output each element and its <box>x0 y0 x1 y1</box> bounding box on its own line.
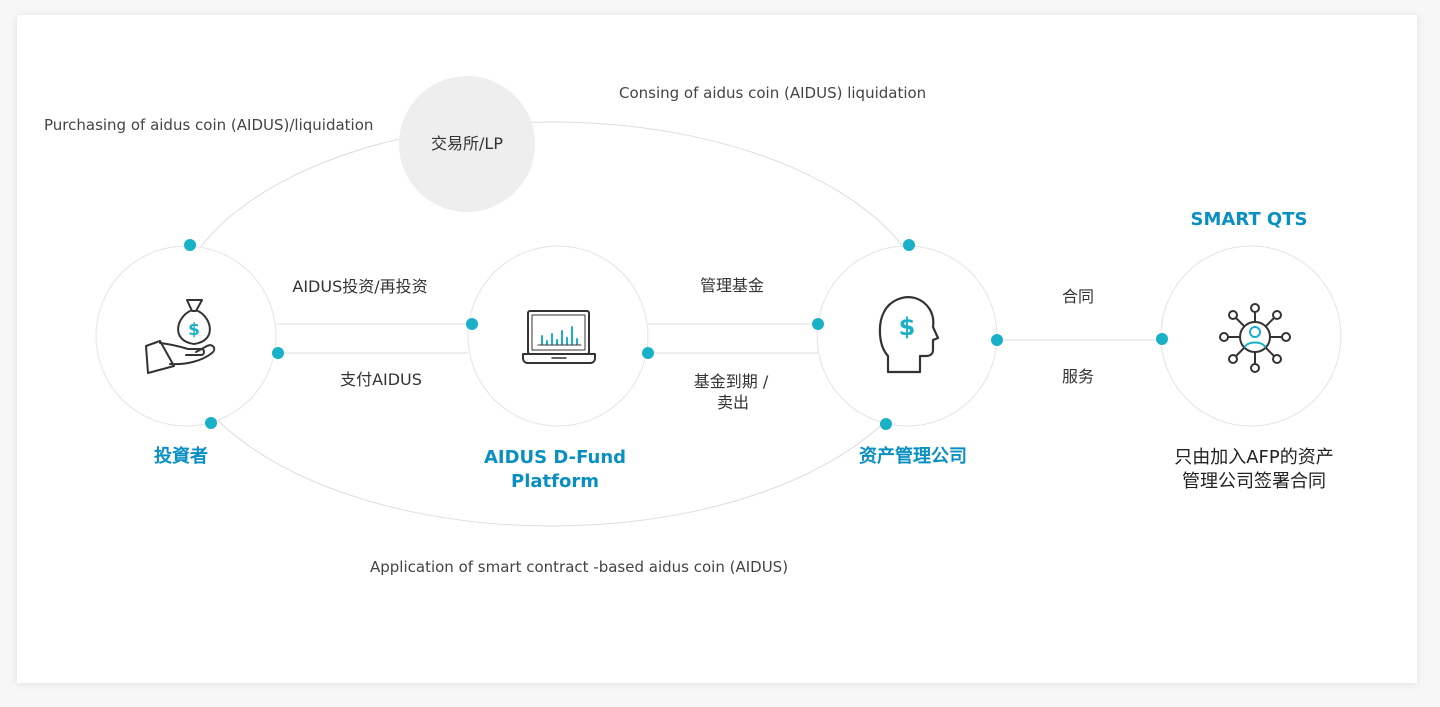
head-dollar-icon: $ <box>878 296 940 374</box>
flow-purchase-label: Purchasing of aidus coin (AIDUS)/liquida… <box>44 116 373 134</box>
platform-label-line1: AIDUS D-Fund <box>484 447 626 468</box>
platform-node-circle <box>467 245 649 427</box>
money-bag-hand-icon: $ <box>145 299 216 374</box>
connector-dot <box>205 417 217 429</box>
connector-dot <box>184 239 196 251</box>
network-user-icon <box>1219 303 1291 373</box>
svg-text:$: $ <box>188 320 200 340</box>
qts-desc-line1: 只由加入AFP的资产 <box>1174 447 1334 468</box>
connector-dot <box>466 318 478 330</box>
connector-dot <box>991 334 1003 346</box>
edge-pay-label: 支付AIDUS <box>340 370 422 389</box>
edge-invest-label: AIDUS投资/再投资 <box>292 277 427 296</box>
connector-dot <box>880 418 892 430</box>
svg-text:$: $ <box>899 313 916 341</box>
exchange-circle <box>399 76 535 212</box>
connector-dot <box>1156 333 1168 345</box>
edge-service-label: 服务 <box>1062 367 1094 386</box>
qts-title: SMART QTS <box>1191 209 1308 230</box>
connector-dot <box>903 239 915 251</box>
edge-mature-label-line2: 卖出 <box>717 393 749 412</box>
exchange-label: 交易所/LP <box>431 134 503 153</box>
laptop-chart-icon <box>522 310 596 364</box>
connector-dot <box>272 347 284 359</box>
connector-dot <box>642 347 654 359</box>
flow-consing-label: Consing of aidus coin (AIDUS) liquidatio… <box>619 84 926 102</box>
connector-dot <box>812 318 824 330</box>
flow-application-label: Application of smart contract -based aid… <box>370 558 788 576</box>
asset-mgmt-label: 资产管理公司 <box>859 445 967 467</box>
platform-label-line2: Platform <box>511 471 599 492</box>
qts-desc-line2: 管理公司签署合同 <box>1182 471 1326 492</box>
edge-contract-label: 合同 <box>1062 287 1094 306</box>
edge-manage-label: 管理基金 <box>700 276 764 295</box>
investor-label: 投資者 <box>154 445 208 467</box>
edge-mature-label-line1: 基金到期 / <box>694 372 769 391</box>
investor-node-circle <box>95 245 277 427</box>
